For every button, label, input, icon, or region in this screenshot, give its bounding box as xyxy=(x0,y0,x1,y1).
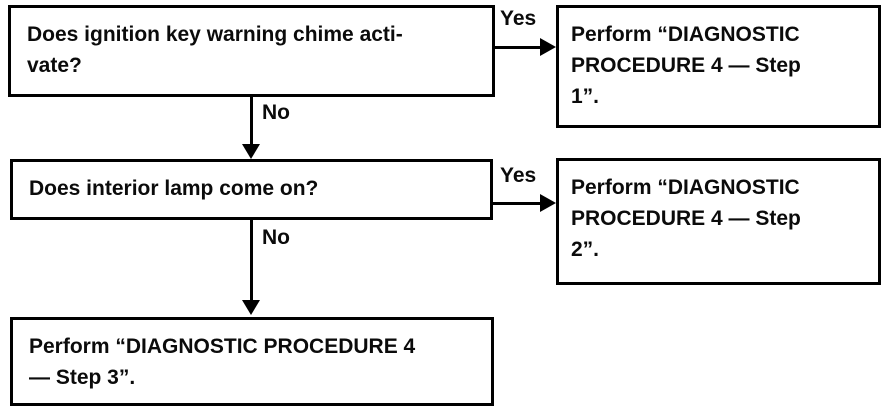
result-box-step-3: Perform “DIAGNOSTIC PROCEDURE 4 — Step 3… xyxy=(10,317,494,406)
no-connector-line xyxy=(250,220,253,302)
yes-connector-line xyxy=(493,46,542,49)
down-arrowhead-icon xyxy=(242,300,260,315)
result-text-line: — Step 3”. xyxy=(29,366,136,389)
result-text-line: Perform “DIAGNOSTIC xyxy=(571,176,800,199)
question-box-ignition-chime: Does ignition key warning chime acti- va… xyxy=(8,5,495,97)
no-connector-line xyxy=(250,97,253,146)
question-box-interior-lamp: Does interior lamp come on? xyxy=(10,159,493,220)
yes-label: Yes xyxy=(500,7,537,30)
down-arrowhead-icon xyxy=(242,144,260,159)
no-label: No xyxy=(262,226,290,249)
question-text-line: Does interior lamp come on? xyxy=(29,177,319,200)
result-text-line: Perform “DIAGNOSTIC xyxy=(571,23,800,46)
question-text-line: vate? xyxy=(27,54,82,77)
result-text-line: 2”. xyxy=(571,238,600,261)
result-text-line: Perform “DIAGNOSTIC PROCEDURE 4 xyxy=(29,335,416,358)
yes-connector-line xyxy=(493,202,542,205)
result-box-step-1: Perform “DIAGNOSTIC PROCEDURE 4 — Step 1… xyxy=(556,5,881,128)
result-text-line: PROCEDURE 4 — Step xyxy=(571,207,801,230)
result-box-step-2: Perform “DIAGNOSTIC PROCEDURE 4 — Step 2… xyxy=(556,158,881,285)
right-arrowhead-icon xyxy=(540,38,556,56)
result-text-line: 1”. xyxy=(571,85,600,108)
result-text-line: PROCEDURE 4 — Step xyxy=(571,54,801,77)
question-text-line: Does ignition key warning chime acti- xyxy=(27,23,403,46)
right-arrowhead-icon xyxy=(540,194,556,212)
yes-label: Yes xyxy=(500,164,537,187)
no-label: No xyxy=(262,101,290,124)
